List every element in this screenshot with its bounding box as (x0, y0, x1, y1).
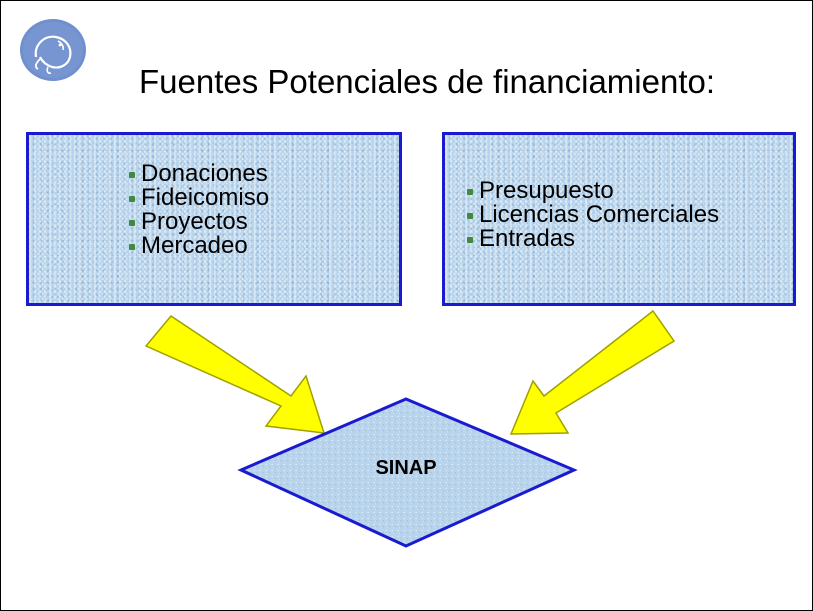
bullet-icon (467, 189, 473, 195)
list-item: Mercadeo (129, 234, 269, 258)
list-item-label: Proyectos (141, 208, 248, 235)
list-item-label: Mercadeo (141, 232, 248, 259)
bullet-icon (129, 244, 135, 250)
list-item-label: Donaciones (141, 160, 268, 187)
bullet-icon (467, 237, 473, 243)
list-item: Proyectos (129, 210, 269, 234)
left-funding-box: Donaciones Fideicomiso Proyectos Mercade… (26, 132, 402, 306)
list-item: Donaciones (129, 162, 269, 186)
left-funding-list: Donaciones Fideicomiso Proyectos Mercade… (129, 162, 269, 258)
list-item-label: Fideicomiso (141, 184, 270, 211)
list-item: Presupuesto (467, 179, 719, 203)
right-arrow-icon (509, 309, 676, 435)
bullet-icon (467, 213, 473, 219)
bullet-icon (129, 172, 135, 178)
list-item: Fideicomiso (129, 186, 269, 210)
manatee-logo-icon (20, 19, 86, 81)
right-funding-box: Presupuesto Licencias Comerciales Entrad… (442, 132, 796, 306)
sinap-diamond (237, 397, 578, 548)
right-funding-list: Presupuesto Licencias Comerciales Entrad… (467, 179, 719, 251)
list-item-label: Entradas (479, 225, 576, 252)
list-item: Licencias Comerciales (467, 203, 719, 227)
list-item: Entradas (467, 227, 719, 251)
list-item-label: Presupuesto (479, 177, 614, 204)
sinap-label: SINAP (375, 457, 437, 479)
slide-title: Fuentes Potenciales de financiamiento: (139, 63, 716, 100)
list-item-label: Licencias Comerciales (479, 201, 720, 228)
left-arrow-icon (144, 315, 326, 434)
bullet-icon (129, 220, 135, 226)
bullet-icon (129, 196, 135, 202)
